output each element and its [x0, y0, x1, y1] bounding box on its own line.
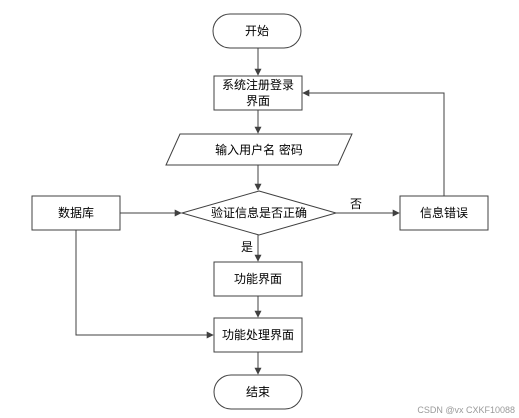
start-terminal-shape — [212, 13, 302, 49]
edge-label-yes: 是 — [241, 240, 254, 254]
input-credentials-parallelogram — [165, 133, 353, 166]
function-processing-ui-box — [213, 317, 303, 353]
edge-label-no: 否 — [350, 197, 363, 211]
register-login-label: 系统注册登录 界面 — [221, 78, 294, 108]
edge-error-back-to-register — [302, 89, 445, 196]
verify-decision-diamond — [180, 190, 338, 236]
verify-label: 验证信息是否正确 — [210, 206, 307, 220]
edge-database-to-processing — [75, 230, 214, 339]
info-error-box — [399, 195, 489, 231]
input-credentials-label: 输入用户名 密码 — [215, 142, 303, 157]
watermark: CSDN @vx CXKF10088 — [417, 405, 515, 415]
database-label: 数据库 — [57, 206, 94, 220]
end-label: 结束 — [245, 385, 270, 399]
register-login-box — [213, 75, 303, 111]
end-terminal-shape — [213, 374, 303, 410]
start-label: 开始 — [244, 24, 269, 38]
function-ui-box — [213, 261, 303, 297]
info-error-label: 信息错误 — [419, 206, 468, 220]
function-processing-ui-label: 功能处理界面 — [221, 328, 294, 342]
function-ui-label: 功能界面 — [233, 272, 282, 286]
